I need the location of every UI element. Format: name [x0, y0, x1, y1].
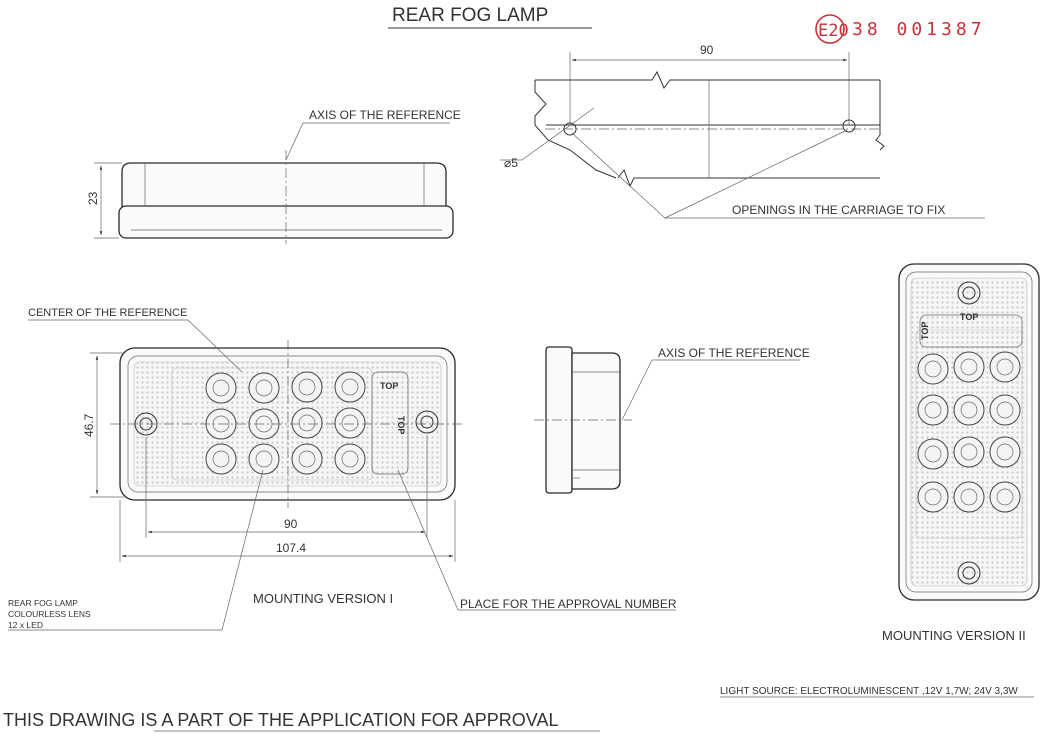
- footer-approval-note: THIS DRAWING IS A PART OF THE APPLICATIO…: [3, 710, 558, 730]
- label-openings: OPENINGS IN THE CARRIAGE TO FIX: [732, 203, 945, 217]
- light-source-note: LIGHT SOURCE: ELECTROLUMINESCENT ,12V 1,…: [720, 686, 1018, 697]
- product-note: REAR FOG LAMP COLOURLESS LENS 12 x LED: [8, 598, 91, 630]
- side-view-middle: AXIS OF THE REFERENCE: [534, 346, 810, 494]
- dim-width-front: 107.4: [276, 541, 306, 555]
- front-view-version-1: TOP TOP 46.7 90 107.4 CENTER OF THE REFE…: [8, 307, 677, 631]
- dim-hole: ⌀5: [504, 156, 518, 170]
- led-grid-vertical: [917, 351, 1021, 513]
- drawing-title: REAR FOG LAMP: [392, 5, 548, 26]
- dim-height-front: 46.7: [82, 413, 96, 437]
- product-note-line-2: COLOURLESS LENS: [8, 609, 91, 619]
- carriage-openings-view: 90 ⌀5 OPENINGS IN THE CARRIAGE TO FIX: [500, 43, 985, 219]
- top-mark-4: TOP: [920, 322, 930, 340]
- stamp-mark: E20: [818, 21, 849, 41]
- dim-spacing-front: 90: [284, 517, 298, 531]
- label-axis-reference-mid: AXIS OF THE REFERENCE: [658, 346, 810, 360]
- label-mounting-2: MOUNTING VERSION II: [882, 628, 1026, 643]
- approval-stamp: E20 38 001387: [815, 14, 986, 44]
- side-view-top: 23 AXIS OF THE REFERENCE: [86, 108, 461, 244]
- stamp-number: 38 001387: [852, 19, 986, 40]
- label-mounting-1: MOUNTING VERSION I: [253, 591, 393, 606]
- top-mark-2: TOP: [396, 416, 406, 434]
- front-view-version-2: TOP TOP MOUNTING VERSION II: [882, 263, 1040, 643]
- dim-spacing-top: 90: [700, 43, 714, 57]
- label-axis-reference-top: AXIS OF THE REFERENCE: [309, 108, 461, 122]
- label-center-reference: CENTER OF THE REFERENCE: [28, 307, 187, 319]
- label-approval-place: PLACE FOR THE APPROVAL NUMBER: [460, 597, 677, 611]
- product-note-line-1: REAR FOG LAMP: [8, 598, 78, 608]
- product-note-line-3: 12 x LED: [8, 620, 43, 630]
- top-mark-3: TOP: [960, 312, 978, 322]
- dim-height-side: 23: [86, 191, 100, 205]
- top-mark-1: TOP: [380, 381, 398, 391]
